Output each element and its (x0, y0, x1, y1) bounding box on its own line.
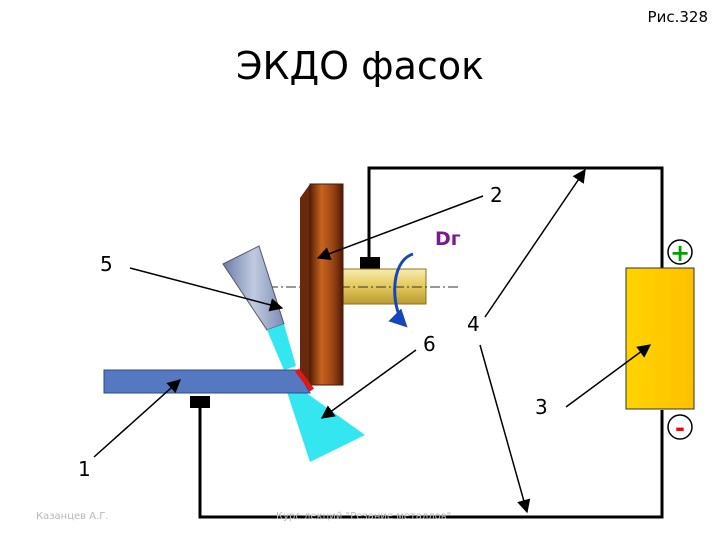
leader-4-down (479, 344, 531, 514)
label-1: 1 (78, 457, 91, 481)
figure-reference: Рис.328 (647, 8, 708, 26)
footer-course: Курс лекций "Резание металлов" (276, 511, 452, 522)
leader-3 (565, 344, 652, 408)
leader-1 (93, 379, 182, 458)
leader-2 (316, 195, 484, 261)
power-source (625, 267, 695, 410)
nozzle (222, 245, 285, 331)
workpiece-terminal (190, 396, 210, 408)
electrode-disk (309, 183, 344, 386)
workpiece (103, 369, 311, 394)
leader-6 (320, 349, 417, 419)
label-3: 3 (535, 395, 548, 419)
label-rotation: Dг (435, 228, 461, 250)
rotation-arrow-icon (388, 252, 414, 328)
fluid-jet-lower (287, 392, 365, 462)
label-2: 2 (490, 183, 503, 207)
plus-sign: + (670, 239, 690, 267)
label-6: 6 (423, 332, 436, 356)
wire-top (367, 166, 664, 268)
wire-bottom (198, 400, 664, 519)
disk-terminal (360, 257, 380, 271)
plus-terminal (667, 239, 693, 265)
leader-5 (129, 267, 284, 312)
fluid-jet-upper (267, 324, 296, 370)
minus-sign: - (675, 414, 685, 442)
leader-4-up (484, 168, 586, 318)
label-5: 5 (100, 252, 113, 276)
label-4: 4 (467, 312, 480, 336)
footer-author: Казанцев А.Г. (36, 511, 109, 522)
minus-terminal (667, 414, 693, 440)
page-title: ЭКДО фасок (235, 44, 485, 88)
spark-gap (295, 368, 314, 392)
